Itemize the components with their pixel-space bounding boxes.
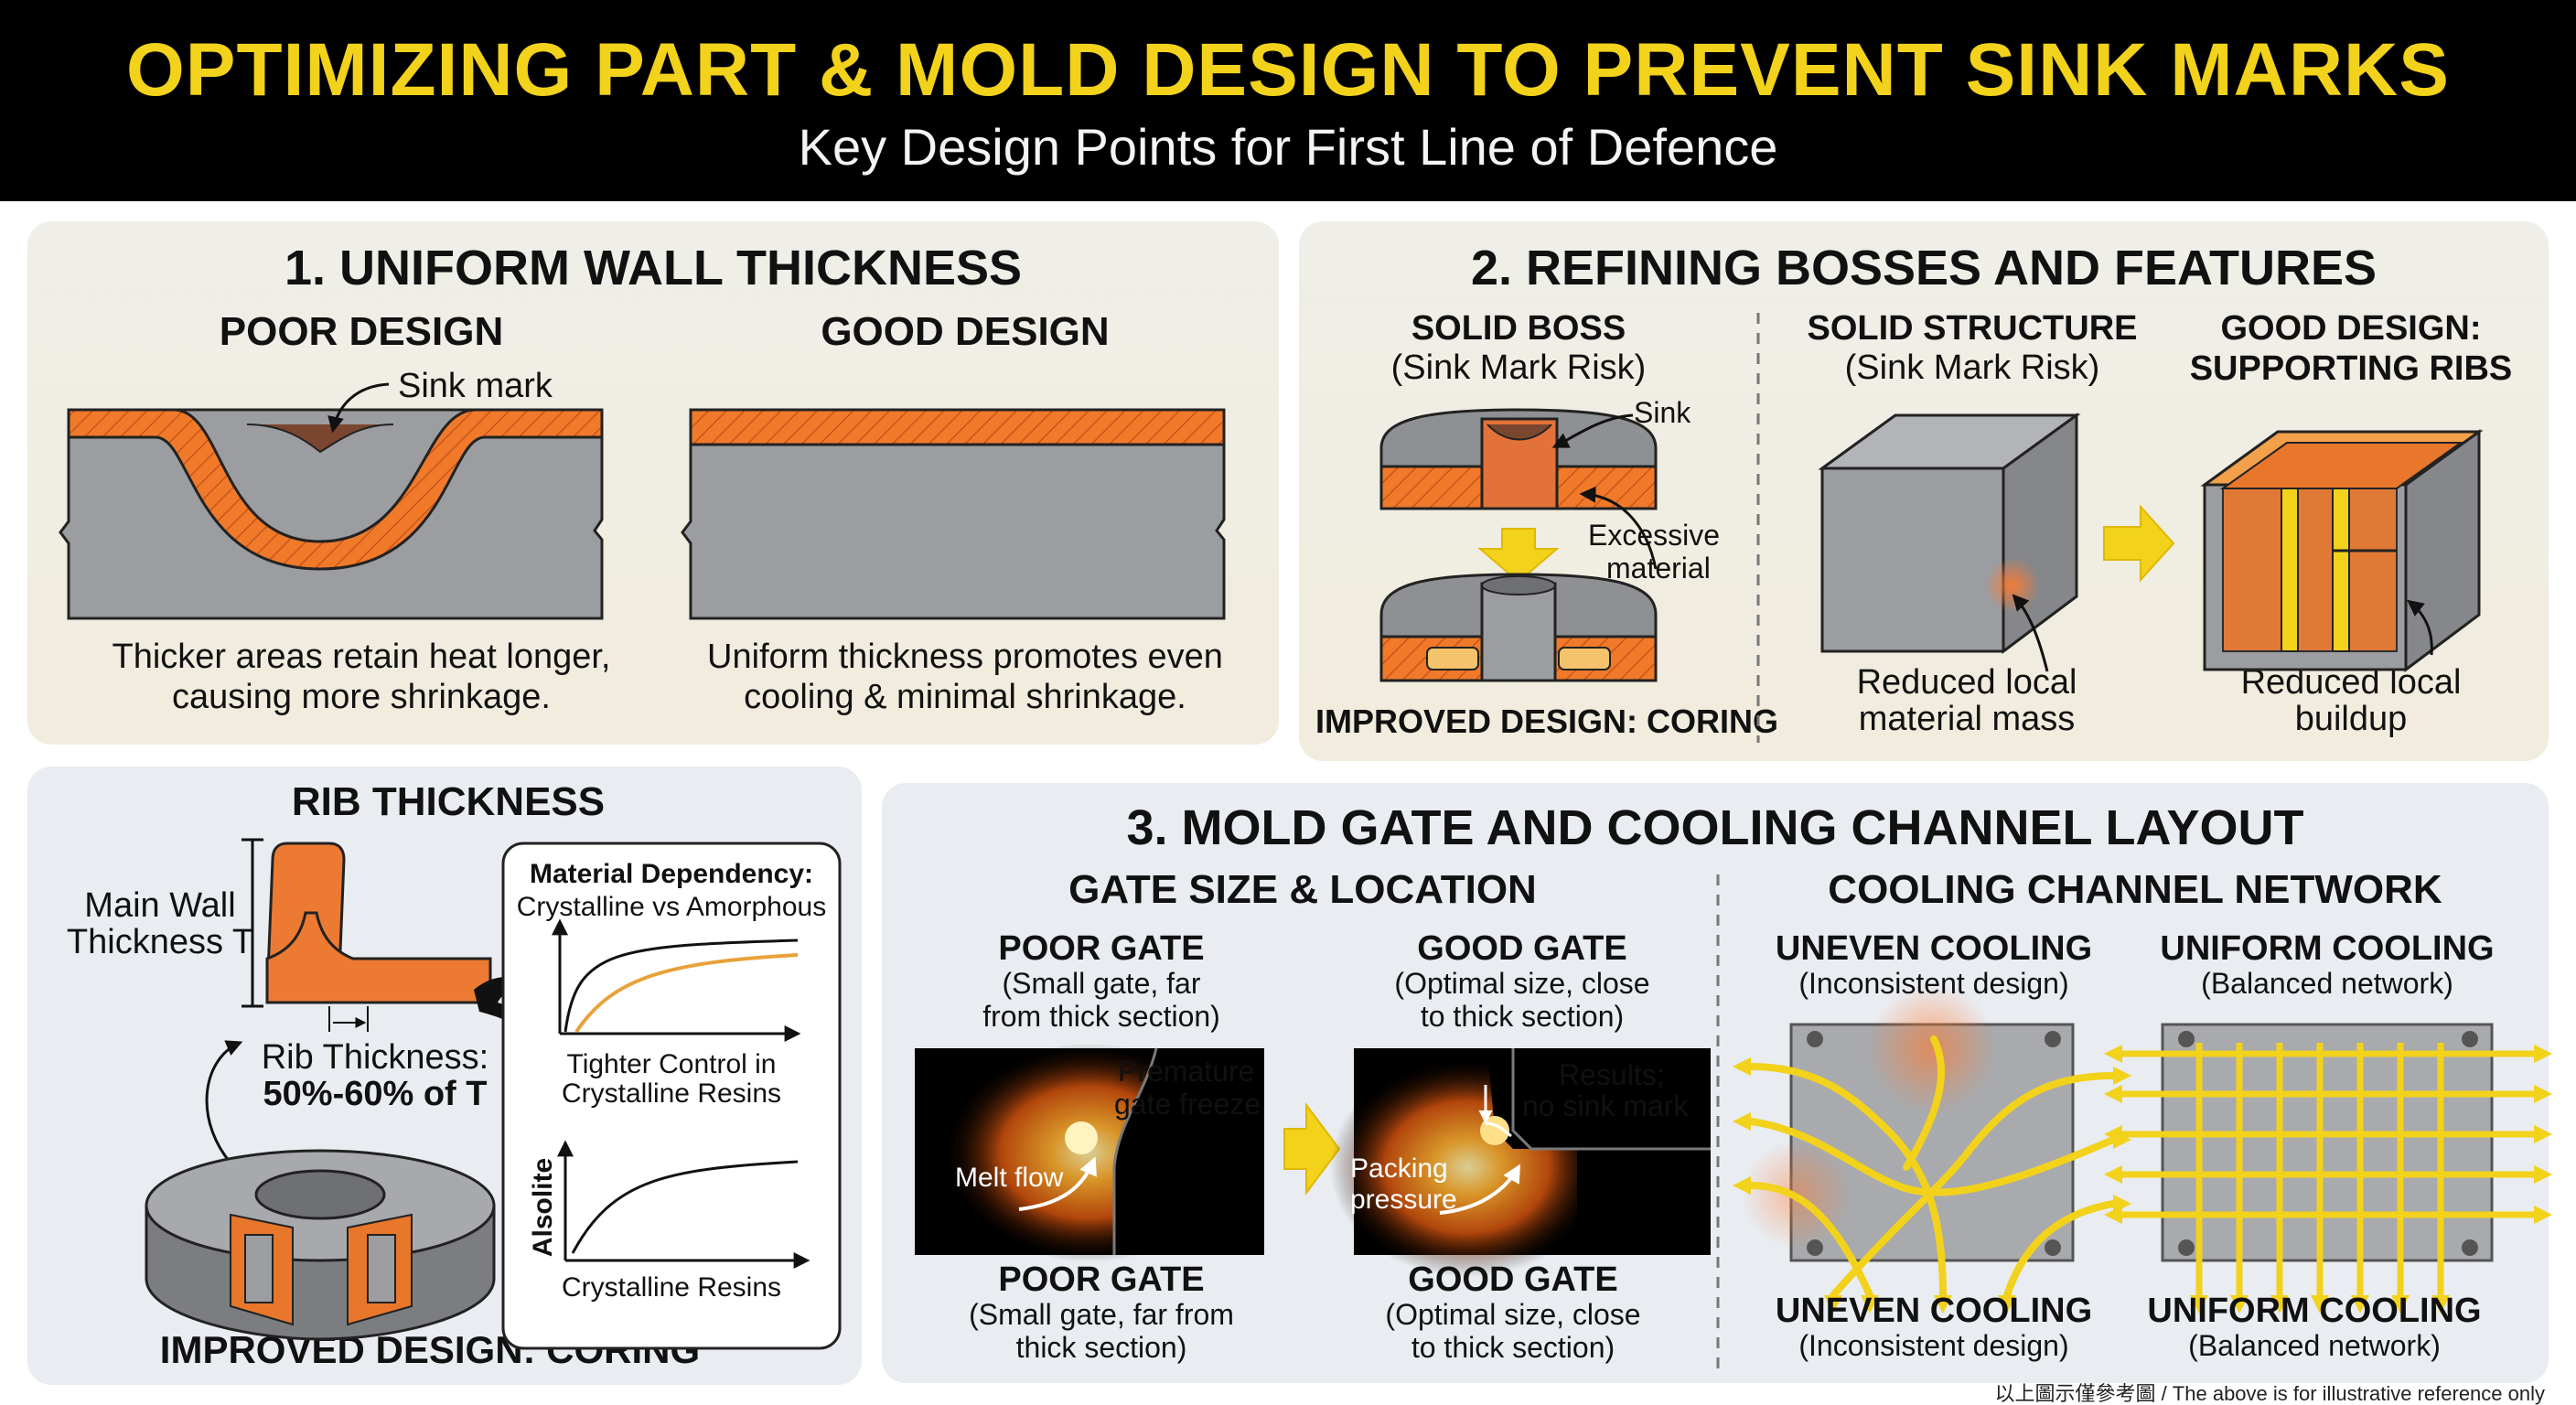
poor-gate-top-sub-2: from thick section) bbox=[982, 1000, 1220, 1033]
uniform-cooling-top-sub: (Balanced network) bbox=[2201, 967, 2453, 1000]
solid-boss-label: SOLID BOSS bbox=[1411, 309, 1626, 348]
material-dependency-1: Material Dependency: bbox=[529, 859, 814, 889]
solid-boss-sub: (Sink Mark Risk) bbox=[1390, 349, 1647, 387]
section1-title: 1. UNIFORM WALL THICKNESS bbox=[284, 241, 1023, 295]
poor-gate-bottom: POOR GATE bbox=[998, 1260, 1205, 1299]
excessive-material-1: Excessive bbox=[1588, 519, 1721, 552]
sink-mark-label: Sink mark bbox=[398, 367, 553, 405]
good-design-label: GOOD DESIGN bbox=[821, 309, 1110, 354]
y-axis-label: Alsolite bbox=[528, 1157, 559, 1258]
wall-thickness-diagram bbox=[59, 382, 1226, 620]
poor-caption-1: Thicker areas retain heat longer, bbox=[112, 638, 611, 676]
panel-bosses-features: 2. REFINING BOSSES AND FEATURES SOLID BO… bbox=[1299, 221, 2549, 761]
panel-gate-cooling: 3. MOLD GATE AND COOLING CHANNEL LAYOUT … bbox=[882, 783, 2552, 1383]
page-title: OPTIMIZING PART & MOLD DESIGN TO PREVENT… bbox=[126, 28, 2450, 112]
poor-gate-top: POOR GATE bbox=[998, 929, 1205, 968]
tighter-control-1: Tighter Control in bbox=[566, 1049, 777, 1079]
uniform-cooling-bottom: UNIFORM COOLING bbox=[2147, 1292, 2482, 1330]
solid-structure-label: SOLID STRUCTURE bbox=[1807, 309, 2138, 348]
rib-diagram bbox=[145, 838, 842, 1350]
rib-thickness-label-2: 50%-60% of T bbox=[263, 1075, 488, 1113]
gate-cooling-diagram bbox=[915, 874, 2552, 1368]
results-label-2: no sink mark bbox=[1522, 1089, 1689, 1122]
gate-heading: GATE SIZE & LOCATION bbox=[1068, 867, 1537, 912]
premature-freeze-1: Premature bbox=[1118, 1055, 1255, 1088]
reduced-buildup-2: buildup bbox=[2294, 700, 2408, 738]
uniform-cooling-bottom-sub: (Balanced network) bbox=[2188, 1329, 2441, 1362]
results-label-1: Results; bbox=[1559, 1058, 1665, 1091]
poor-caption-2: causing more shrinkage. bbox=[172, 678, 551, 716]
poor-gate-top-sub-1: (Small gate, far bbox=[1002, 967, 1201, 1000]
bosses-diagram bbox=[1379, 313, 2484, 743]
panel-rib-thickness: RIB THICKNESS Main Wall Thickness T Rib … bbox=[27, 767, 862, 1385]
good-gate-bottom-sub-1: (Optimal size, close bbox=[1385, 1298, 1641, 1331]
good-gate-bottom-sub-2: to thick section) bbox=[1411, 1331, 1615, 1364]
premature-freeze-2: gate freeze bbox=[1114, 1088, 1261, 1121]
sink-label: Sink bbox=[1634, 396, 1691, 429]
melt-flow-label: Melt flow bbox=[955, 1163, 1064, 1193]
uneven-cooling-bottom: UNEVEN COOLING bbox=[1775, 1292, 2093, 1330]
section3-title: 3. MOLD GATE AND COOLING CHANNEL LAYOUT bbox=[1126, 800, 2304, 855]
reduced-mass-2: material mass bbox=[1858, 700, 2076, 738]
good-gate-top: GOOD GATE bbox=[1417, 929, 1627, 968]
material-dependency-2: Crystalline vs Amorphous bbox=[516, 892, 827, 922]
rib-thickness-label-1: Rib Thickness: bbox=[261, 1038, 489, 1077]
page-subtitle: Key Design Points for First Line of Defe… bbox=[798, 118, 1778, 176]
cooling-heading: COOLING CHANNEL NETWORK bbox=[1828, 867, 2442, 912]
uniform-cooling-top: UNIFORM COOLING bbox=[2160, 929, 2495, 968]
coring-label: IMPROVED DESIGN: CORING bbox=[1315, 702, 1779, 740]
good-caption-1: Uniform thickness promotes even bbox=[707, 638, 1223, 676]
header-bar: OPTIMIZING PART & MOLD DESIGN TO PREVENT… bbox=[0, 0, 2576, 201]
footnote: 以上圖示僅參考圖 / The above is for illustrative… bbox=[1994, 1382, 2545, 1405]
excessive-material-2: material bbox=[1606, 552, 1711, 585]
rib-title: RIB THICKNESS bbox=[291, 779, 606, 824]
good-gate-top-sub-1: (Optimal size, close bbox=[1394, 967, 1650, 1000]
uneven-cooling-bottom-sub: (Inconsistent design) bbox=[1798, 1329, 2069, 1362]
uneven-cooling-top: UNEVEN COOLING bbox=[1775, 929, 2093, 968]
poor-gate-bottom-sub-2: thick section) bbox=[1015, 1331, 1187, 1364]
main-wall-label-2: Thickness T bbox=[66, 923, 254, 961]
good-ribs-label-2: SUPPORTING RIBS bbox=[2189, 349, 2513, 388]
reduced-mass-1: Reduced local bbox=[1856, 663, 2077, 702]
solid-structure-sub: (Sink Mark Risk) bbox=[1844, 349, 2100, 387]
section2-title: 2. REFINING BOSSES AND FEATURES bbox=[1470, 241, 2377, 295]
good-ribs-label-1: GOOD DESIGN: bbox=[2220, 309, 2482, 348]
good-caption-2: cooling & minimal shrinkage. bbox=[744, 678, 1186, 716]
main-wall-label-1: Main Wall bbox=[84, 886, 236, 925]
good-gate-top-sub-2: to thick section) bbox=[1420, 1000, 1625, 1033]
poor-gate-bottom-sub-1: (Small gate, far from bbox=[969, 1298, 1234, 1331]
panel-uniform-wall: 1. UNIFORM WALL THICKNESS POOR DESIGN GO… bbox=[27, 221, 1279, 745]
packing-label-2: pressure bbox=[1350, 1185, 1457, 1215]
uneven-cooling-top-sub: (Inconsistent design) bbox=[1798, 967, 2069, 1000]
tighter-control-2: Crystalline Resins bbox=[561, 1078, 782, 1109]
packing-label-1: Packing bbox=[1350, 1153, 1448, 1184]
good-gate-bottom: GOOD GATE bbox=[1408, 1260, 1618, 1299]
poor-design-label: POOR DESIGN bbox=[219, 309, 504, 354]
x-axis-label: Crystalline Resins bbox=[561, 1272, 782, 1303]
